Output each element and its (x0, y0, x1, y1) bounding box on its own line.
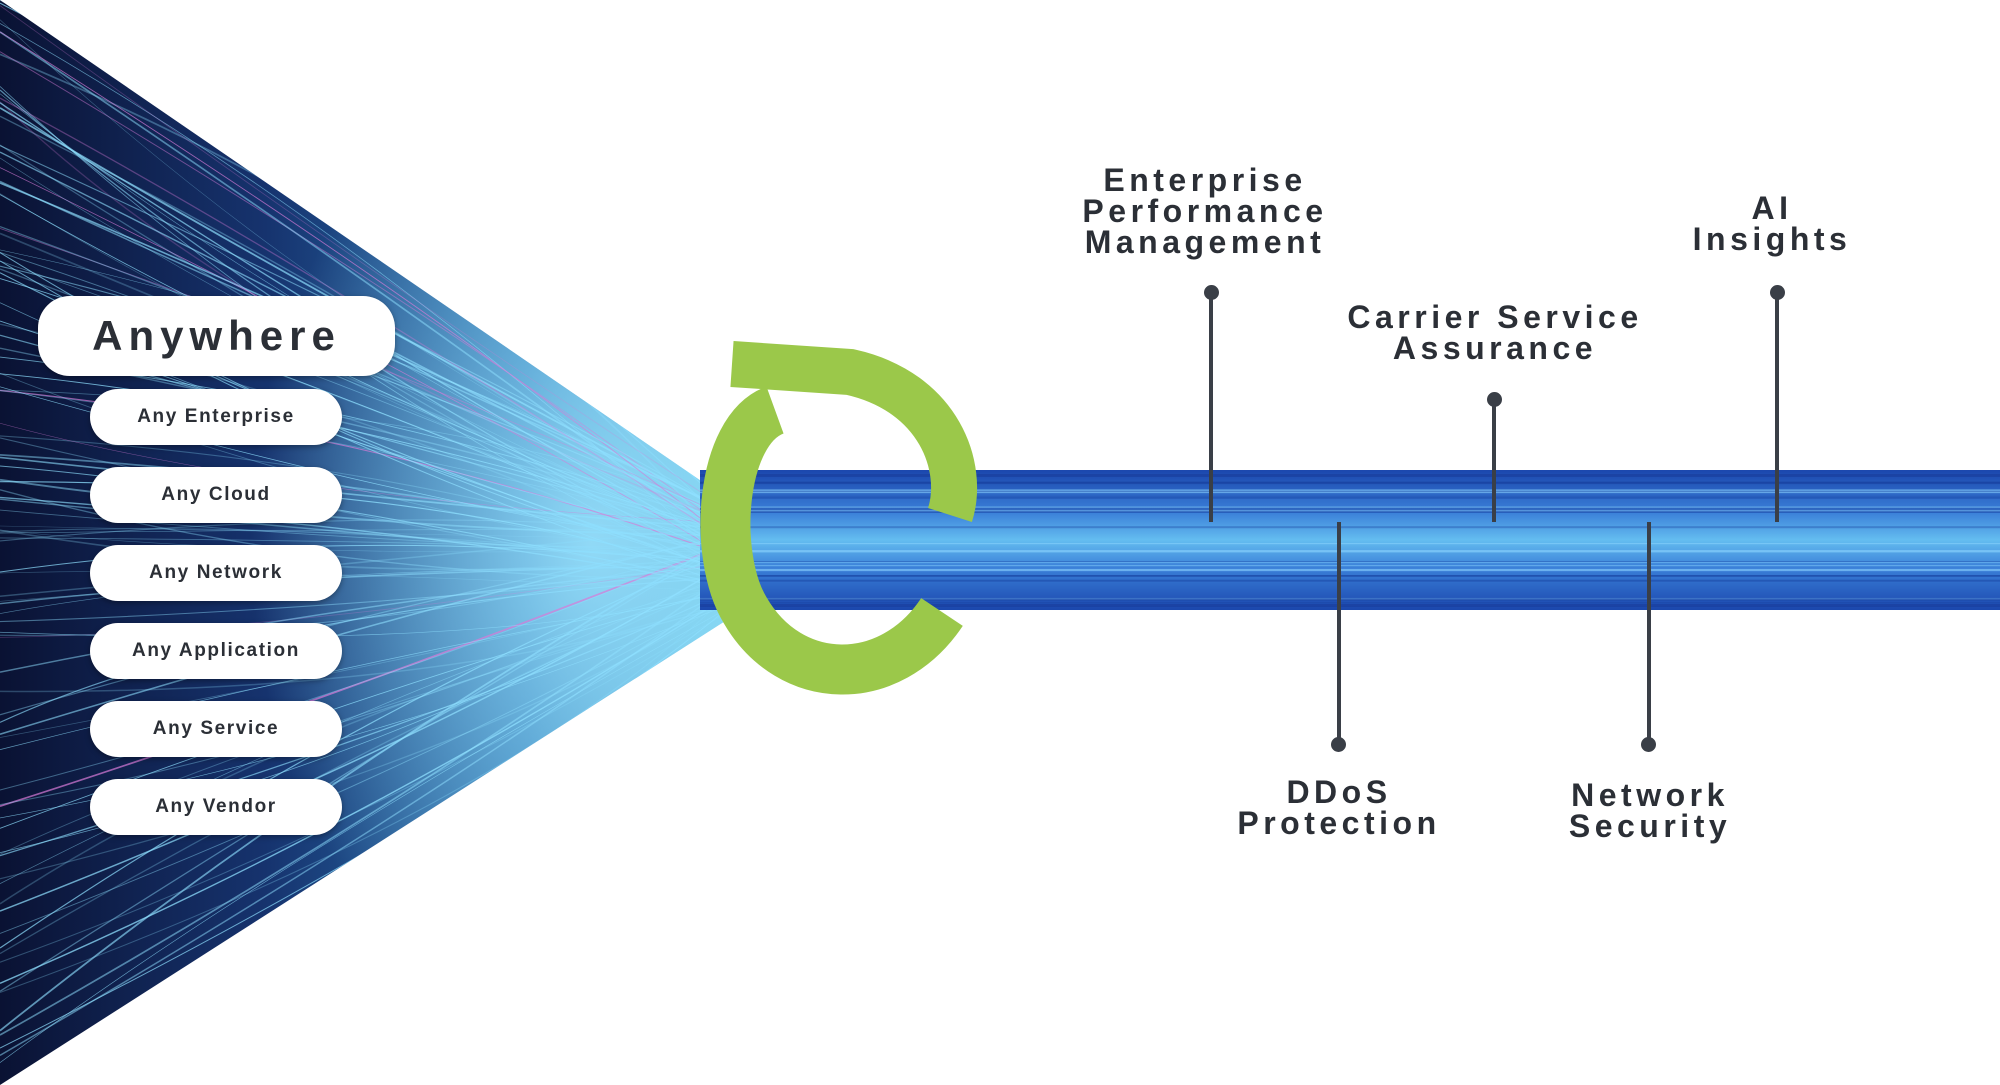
funnel-streak (0, 566, 758, 623)
source-any-cloud: Any Cloud (90, 467, 342, 523)
funnel-streak (0, 528, 758, 566)
funnel-streak (0, 552, 758, 1036)
output-ddos-protection: DDoS Protection (1237, 774, 1441, 841)
funnel-streak (0, 194, 758, 553)
pipe-streak (700, 509, 2000, 511)
pipe-streak (700, 599, 2000, 601)
pipe-streak (700, 509, 2000, 512)
pipe-streak (700, 565, 2000, 567)
pipe-streak (700, 579, 2000, 582)
funnel-streak (0, 593, 758, 963)
funnel-streak (0, 465, 758, 593)
funnel-streak (0, 591, 758, 1063)
funnel-streak (0, 249, 758, 545)
funnel-streak (0, 167, 758, 577)
source-any-network: Any Network (90, 545, 342, 601)
pipe-streak (700, 506, 2000, 508)
funnel-streak (0, 529, 758, 791)
pipe-streak (700, 602, 2000, 604)
funnel-streak (0, 576, 758, 984)
funnel-streak (0, 435, 758, 581)
pipe-streak (700, 598, 2000, 601)
ring-bottom-arc (700, 386, 963, 695)
funnel-streak (0, 531, 758, 808)
logo-ring-icon (700, 341, 977, 695)
connector-line-ai (1775, 292, 1779, 522)
funnel-streak (0, 578, 758, 880)
pipe-edge-top (700, 474, 2000, 477)
pipe-streak (700, 561, 2000, 562)
pipe-streak (700, 565, 2000, 566)
funnel-streak (0, 538, 758, 949)
funnel-streak (0, 51, 758, 554)
funnel-streak (0, 454, 758, 565)
pipe-streak (700, 495, 2000, 498)
connector-line-epm (1209, 292, 1213, 522)
source-any-service: Any Service (90, 701, 342, 757)
connector-line-csa (1492, 399, 1496, 522)
pipe-body (700, 470, 2000, 610)
funnel-streak (0, 5, 758, 530)
funnel-streak (0, 193, 758, 549)
pipe-streak (700, 575, 2000, 577)
pipe-streak (700, 510, 2000, 513)
output-ai-insights: AI Insights (1692, 190, 1852, 257)
pipe-streak (700, 490, 2000, 494)
funnel-streak (0, 537, 758, 556)
data-funnel-graphic (0, 0, 758, 1085)
pipe-streak (700, 497, 2000, 499)
funnel-streak (0, 522, 758, 992)
source-any-vendor: Any Vendor (90, 779, 342, 835)
funnel-streak (0, 543, 758, 912)
funnel-streak (0, 145, 758, 532)
funnel-streak (0, 566, 758, 955)
pipe-streak (700, 550, 2000, 553)
funnel-streak (0, 144, 758, 588)
funnel-streak (0, 557, 758, 638)
funnel-streak (0, 227, 758, 533)
pipe-streak (700, 597, 2000, 600)
funnel-streak (0, 528, 758, 534)
pipe-streak (700, 481, 2000, 485)
pipe-streak (700, 562, 2000, 564)
connector-dot-network-security (1641, 737, 1656, 752)
funnel-streak (0, 347, 758, 535)
output-carrier-service-assurance: Carrier Service Assurance (1347, 299, 1643, 366)
funnel-streak (0, 437, 758, 586)
output-enterprise-performance-management: Enterprise Performance Management (1082, 162, 1328, 260)
pipe-edge-bottom (700, 604, 2000, 607)
pipe-streaks (700, 481, 2000, 604)
pipe-streak (700, 568, 2000, 572)
funnel-streak (0, 563, 758, 1057)
connector-line-network-security (1647, 522, 1651, 744)
funnel-streak (0, 528, 758, 735)
pipe-streak (700, 526, 2000, 529)
output-network-security: Network Security (1568, 777, 1732, 844)
funnel-streak (0, 31, 758, 566)
pipe-streak (700, 489, 2000, 492)
pipe-streak (700, 491, 2000, 492)
connector-line-ddos (1337, 522, 1341, 744)
connector-dot-ddos (1331, 737, 1346, 752)
source-any-application: Any Application (90, 623, 342, 679)
pipe-streak (700, 543, 2000, 545)
funnel-streak (0, 226, 758, 549)
data-pipe (700, 470, 2000, 610)
source-any-enterprise: Any Enterprise (90, 389, 342, 445)
funnel-streak (0, 594, 758, 693)
funnel-streak (0, 151, 758, 546)
ring-top-arc (730, 341, 977, 522)
anywhere-headline: Anywhere (38, 296, 395, 376)
pipe-streak (700, 507, 2000, 510)
